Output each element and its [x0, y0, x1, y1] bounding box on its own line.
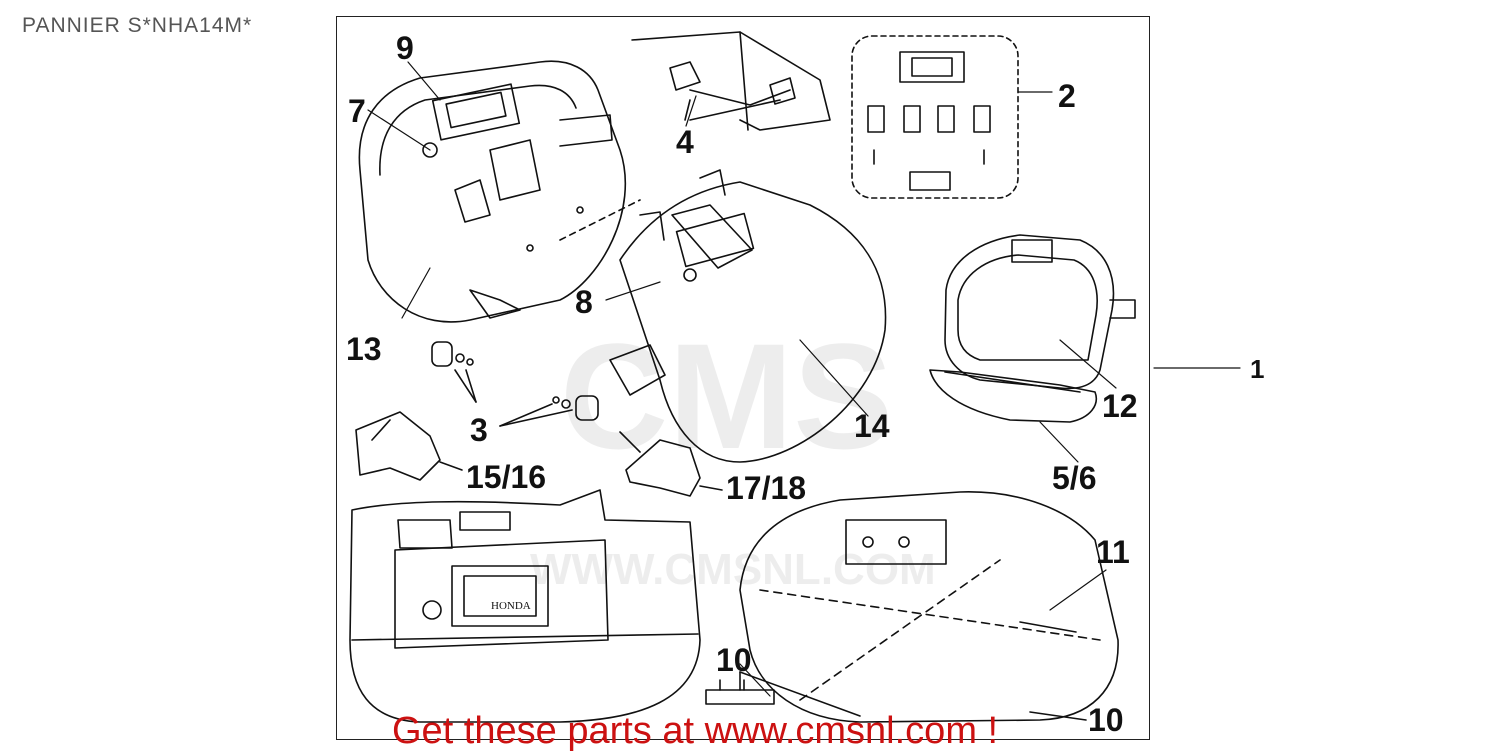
callout-5-6: 5/6 [1052, 460, 1097, 496]
outer-panel-lower-left [349, 489, 701, 723]
callout-17-18: 17/18 [726, 470, 807, 506]
seal-strip-10 [705, 671, 1087, 721]
bracket-17-18 [619, 431, 723, 497]
callout-3: 3 [470, 412, 488, 448]
leader-lines [367, 61, 1241, 697]
callout-14: 14 [854, 408, 890, 444]
pannier-outer-left-13 [358, 60, 641, 323]
callout-4: 4 [676, 124, 694, 160]
diagram-frame [336, 16, 1150, 740]
bracket-15-16 [355, 411, 463, 481]
callout-13: 13 [346, 331, 382, 367]
inner-frame-11 [739, 491, 1119, 723]
callout-7: 7 [348, 93, 366, 129]
callout-12: 12 [1102, 388, 1138, 424]
callout-8: 8 [575, 284, 593, 320]
pannier-outer-center-14 [609, 169, 887, 463]
watermark-brand: CMS [560, 312, 894, 480]
footer-link-text[interactable]: Get these parts at www.cmsnl.com ! [392, 710, 999, 752]
diagram-title: PANNIER S*NHA14M* [22, 14, 253, 37]
callout-10-left: 10 [716, 642, 752, 678]
mount-detail-4 [631, 31, 831, 131]
callout-10-right: 10 [1088, 702, 1124, 738]
callout-11: 11 [1096, 534, 1130, 570]
watermark-url: WWW.CMSNL.COM [530, 545, 936, 594]
callout-15-16: 15/16 [466, 459, 547, 495]
lid-5-6 [929, 369, 1097, 423]
callout-9: 9 [396, 30, 414, 66]
inner-liner-12 [944, 234, 1136, 390]
lock-set-2 [851, 35, 1019, 199]
damper-and-screw-3 [431, 341, 599, 427]
callout-1: 1 [1250, 354, 1265, 384]
callout-2: 2 [1058, 78, 1076, 114]
honda-marking: HONDA [491, 600, 531, 612]
